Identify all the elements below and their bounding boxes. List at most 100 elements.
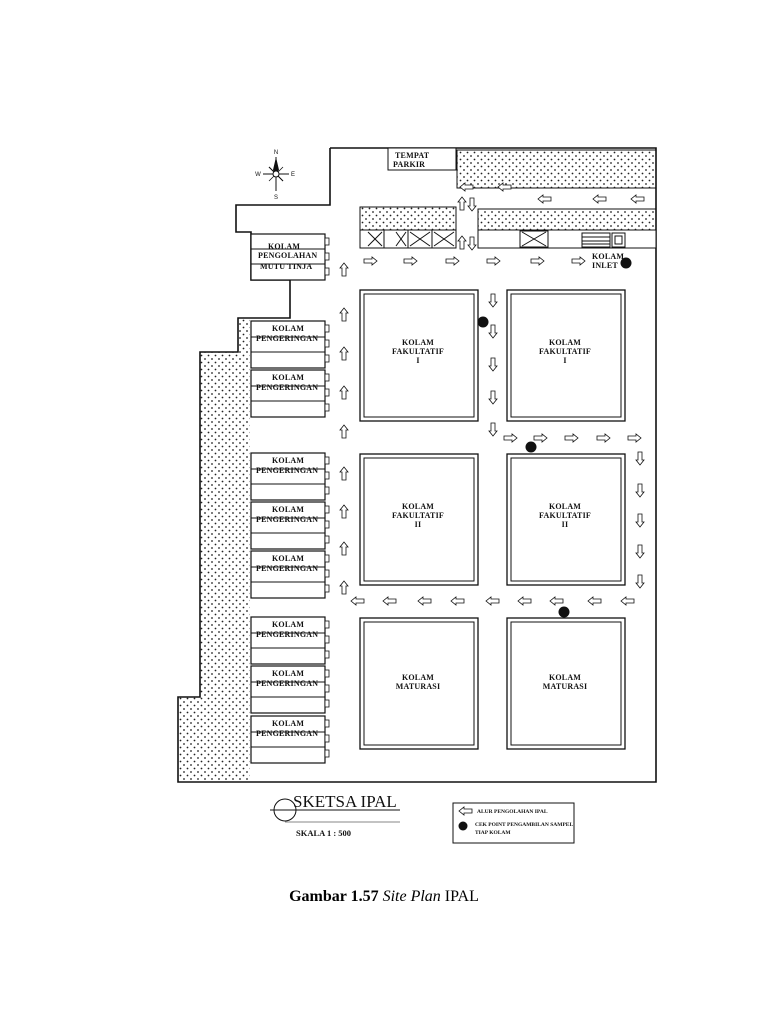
flow-arrow-icon (596, 433, 611, 443)
sample-point-inlet (620, 257, 632, 269)
pond-line1: KOLAM (549, 673, 581, 682)
title-block: SKETSA IPAL SKALA 1 : 500 (270, 792, 400, 838)
flow-arrow-icon (403, 256, 418, 266)
flow-arrow-icon (486, 256, 501, 266)
flow-arrow-icon (620, 596, 635, 606)
pond-line2: MATURASI (396, 682, 441, 691)
pond-line1: KOLAM (402, 338, 434, 347)
pond-line3: I (563, 356, 566, 365)
pond-line3: I (416, 356, 419, 365)
flow-arrow-icon (488, 357, 498, 372)
sample-point-fakultatif-1 (477, 316, 489, 328)
flow-arrow-icon (339, 466, 349, 481)
pond-line2: MATURASI (543, 682, 588, 691)
flow-arrow-icon (467, 236, 477, 251)
legend-sample-1: CEK POINT PENGAMBILAN SAMPEL (475, 822, 573, 828)
north-compass-icon: N S W E (255, 150, 295, 201)
flow-arrow-icon (571, 256, 586, 266)
legend-sample-2: TIAP KOLAM (475, 830, 511, 836)
legend-flow: ALUR PENGOLAHAN IPAL (477, 809, 548, 815)
flow-arrow-icon (339, 307, 349, 322)
flow-arrow-icon (503, 433, 518, 443)
caption-label: Gambar 1.57 (289, 888, 379, 905)
flow-arrow-icon (339, 385, 349, 400)
flow-arrow-icon (339, 262, 349, 277)
treatment-ponds: KOLAMFAKULTATIFIKOLAMFAKULTATIFIKOLAMFAK… (359, 289, 626, 750)
flow-arrow-icon (635, 513, 645, 528)
flow-arrow-icon (339, 504, 349, 519)
compass-e: E (291, 172, 295, 178)
pond-line2: FAKULTATIF (392, 347, 444, 356)
flow-arrow-icon (635, 574, 645, 589)
flow-arrow-icon (363, 256, 378, 266)
caption-italic: Site Plan (382, 888, 441, 905)
compass-w: W (255, 172, 261, 178)
drying-pond-line1: KOLAM (272, 324, 304, 333)
drying-pond-line1: KOLAM (272, 456, 304, 465)
flow-arrow-icon (339, 580, 349, 595)
flow-arrow-icon (339, 541, 349, 556)
flow-arrow-icon (537, 194, 552, 204)
pond-line1: KOLAM (402, 502, 434, 511)
pond-line2: FAKULTATIF (392, 511, 444, 520)
flow-arrow-icon (488, 422, 498, 437)
flow-arrow-icon (445, 256, 460, 266)
flow-arrow-icon (630, 194, 645, 204)
planted-area-north (456, 149, 657, 189)
parking-box (387, 147, 457, 171)
flow-arrow-icon (635, 483, 645, 498)
flow-arrow-icon (587, 596, 602, 606)
screen-structure-left (359, 229, 457, 249)
flow-arrow-icon (350, 596, 365, 606)
pond-line1: KOLAM (549, 338, 581, 347)
flow-arrow-icon (457, 235, 467, 250)
sludge-pond (250, 233, 330, 281)
drying-pond-line2: PENGERINGAN (256, 383, 318, 392)
figure-caption: Gambar 1.57 Site Plan IPAL (0, 888, 768, 906)
inlet-label-2: INLET (592, 261, 618, 270)
drying-pond-line2: PENGERINGAN (256, 630, 318, 639)
flow-arrow-icon (450, 596, 465, 606)
compass-n: N (274, 150, 278, 156)
flow-arrow-icon (530, 256, 545, 266)
parking-label-1: TEMPAT (395, 151, 430, 160)
parking-label-2: PARKIR (393, 160, 425, 169)
drying-pond-line2: PENGERINGAN (256, 679, 318, 688)
pond-line1: KOLAM (549, 502, 581, 511)
flow-arrow-icon (339, 424, 349, 439)
flow-arrow-icon (382, 596, 397, 606)
flow-arrow-icon (549, 596, 564, 606)
flow-arrow-icon (457, 196, 467, 211)
screen-structure-right (477, 229, 657, 249)
flow-arrow-icon (467, 197, 477, 212)
flow-arrow-icon (635, 544, 645, 559)
flow-arrow-icon (517, 596, 532, 606)
drying-pond-line2: PENGERINGAN (256, 515, 318, 524)
sludge-pond-line2: PENGOLAHAN (258, 251, 317, 260)
flow-arrow-icon (488, 390, 498, 405)
flow-arrow-icon (417, 596, 432, 606)
pond-line2: FAKULTATIF (539, 511, 591, 520)
drying-pond-line1: KOLAM (272, 719, 304, 728)
sludge-pond-line1: KOLAM (268, 242, 300, 251)
planted-area-mid-left (359, 206, 457, 231)
drying-pond-line2: PENGERINGAN (256, 729, 318, 738)
drying-pond-line2: PENGERINGAN (256, 564, 318, 573)
pond-line3: II (562, 520, 569, 529)
flow-arrow-icon (488, 324, 498, 339)
drying-pond-line1: KOLAM (272, 373, 304, 382)
drying-ponds: KOLAMPENGERINGANKOLAMPENGERINGANKOLAMPEN… (250, 320, 330, 764)
